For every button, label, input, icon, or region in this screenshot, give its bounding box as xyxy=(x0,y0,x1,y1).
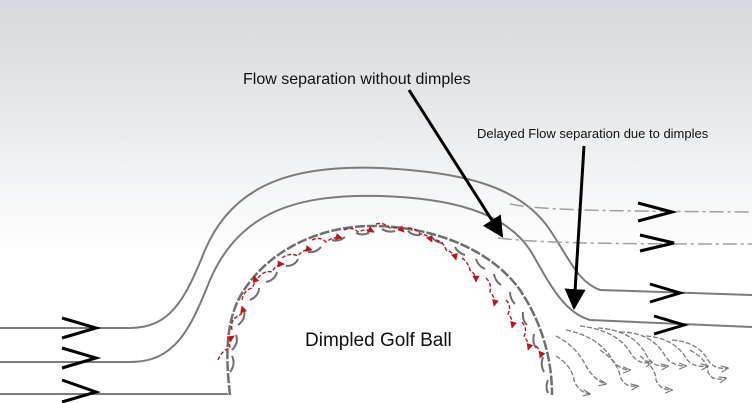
chevron-icon xyxy=(653,314,690,336)
label-golf-ball: Dimpled Golf Ball xyxy=(305,330,452,351)
chevron-icon xyxy=(61,378,101,403)
separated-streamline-upper xyxy=(509,203,752,213)
label-delayed-flow-separation: Delayed Flow separation due to dimples xyxy=(477,126,709,141)
chevron-icon xyxy=(639,233,675,253)
arrow-delayed-flow-separation xyxy=(564,145,586,311)
chevron-icon xyxy=(637,201,678,223)
chevron-icon xyxy=(61,316,102,340)
chevron-icon xyxy=(61,346,102,370)
turbulent-wake xyxy=(555,325,728,394)
label-flow-separation-without-dimples: Flow separation without dimples xyxy=(243,71,471,88)
separated-streamline-lower xyxy=(497,237,752,245)
golf-ball-outline xyxy=(226,224,554,396)
flow-chevrons xyxy=(61,201,690,403)
streamline-inner xyxy=(0,194,752,363)
streamline-outer xyxy=(0,166,752,329)
boundary-layer-vortices xyxy=(217,222,546,361)
chevron-icon xyxy=(649,282,686,304)
ball-dimples xyxy=(229,228,549,394)
arrow-flow-separation-without-dimples xyxy=(407,89,504,238)
